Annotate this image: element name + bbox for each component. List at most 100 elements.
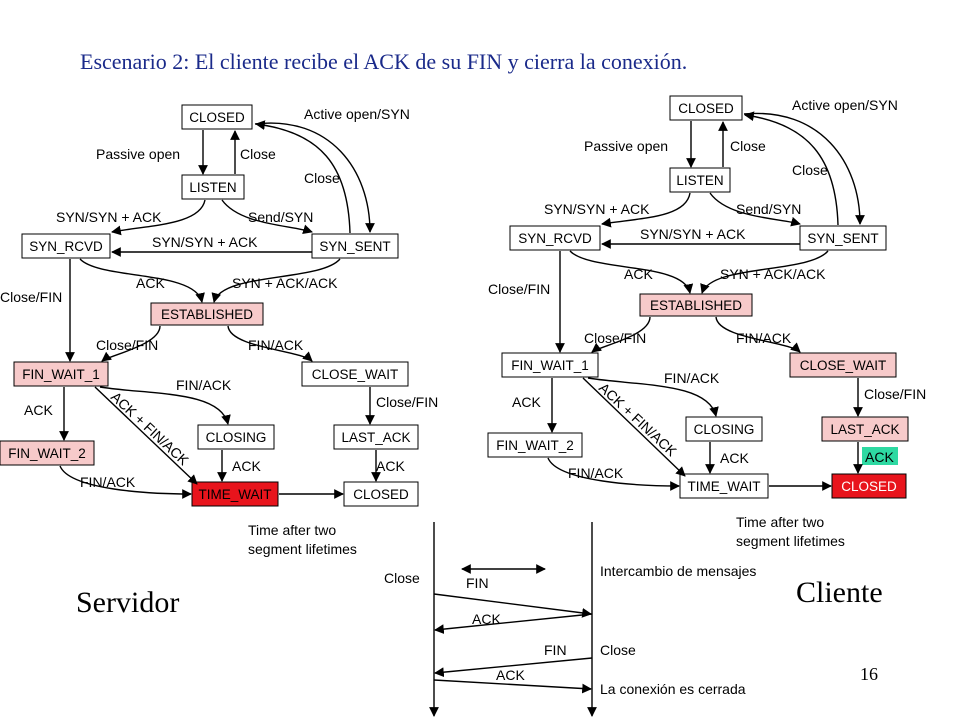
srv-arrow-syn-syn-ack: [111, 199, 206, 236]
srv-label-segment-lifetimes: segment lifetimes: [248, 541, 357, 557]
exchange-arrow-ack-2: [433, 679, 592, 694]
cli-state-last-ack-box: [821, 416, 909, 442]
cli-label-fin-ack-mid: FIN/ACK: [664, 370, 720, 386]
cli-state-listen: LISTEN: [676, 173, 723, 188]
cli-arrow-send-syn: [709, 192, 801, 227]
cli-label-close-fin: Close/FIN: [584, 330, 646, 346]
cli-state-fin-wait-2: FIN_WAIT_2: [496, 438, 574, 453]
srv-label-time-after: Time after two: [248, 522, 336, 538]
srv-state-closed-top-box: [181, 104, 253, 130]
srv-label-syn-syn-ack-1: SYN/SYN + ACK: [56, 209, 162, 225]
cli-state-fin-wait-2-box: [487, 432, 583, 458]
srv-state-listen-box: [181, 174, 245, 200]
srv-state-closing-box: [197, 424, 275, 450]
exchange-label-fin-1: FIN: [466, 575, 489, 591]
srv-state-close-wait: CLOSE_WAIT: [312, 367, 399, 382]
cli-state-closed-top-box: [669, 95, 743, 121]
cli-label-syn-syn-ack-2: SYN/SYN + ACK: [640, 226, 746, 242]
srv-label-ack: ACK: [136, 275, 165, 291]
cli-state-time-wait-box: [679, 473, 769, 499]
exchange-label-close-left: Close: [384, 570, 420, 586]
cli-arrow-syn-syn-ack: [601, 192, 691, 228]
cli-label-send-syn: Send/SYN: [736, 201, 801, 217]
srv-label-send-syn: Send/SYN: [248, 209, 313, 225]
cli-state-time-wait: TIME_WAIT: [688, 479, 761, 494]
cli-state-established: ESTABLISHED: [650, 298, 742, 313]
cli-state-close-wait-box: [789, 352, 897, 378]
slide-title: Escenario 2: El cliente recibe el ACK de…: [80, 49, 687, 74]
cli-ack-highlight: [862, 447, 898, 465]
srv-label-fin-ack: FIN/ACK: [248, 337, 304, 353]
cli-label-passive-open: Passive open: [584, 138, 668, 154]
exchange-label-close-right: Close: [600, 642, 636, 658]
cli-state-syn-rcvd: SYN_RCVD: [518, 231, 592, 246]
cli-label-close-2: Close: [792, 162, 828, 178]
srv-label-ack-left: ACK: [24, 402, 53, 418]
cli-label-ack: ACK: [624, 266, 653, 282]
srv-label-passive-open: Passive open: [96, 146, 180, 162]
cli-state-close-wait: CLOSE_WAIT: [800, 358, 887, 373]
cli-state-closed-top: CLOSED: [678, 101, 734, 116]
cli-label-syn-syn-ack-1: SYN/SYN + ACK: [544, 201, 650, 217]
cli-label-segment-lifetimes: segment lifetimes: [736, 533, 845, 549]
cli-arrow-fin-ack-mid: [587, 377, 719, 417]
cli-arrow-ack-fin-ack: [582, 377, 686, 477]
exchange-label-intercambio: Intercambio de mensajes: [600, 563, 756, 579]
cli-state-last-ack: LAST_ACK: [830, 422, 899, 437]
cli-state-listen-box: [669, 167, 731, 193]
cli-state-closing: CLOSING: [694, 422, 755, 437]
srv-state-last-ack: LAST_ACK: [341, 430, 410, 445]
cli-state-closing-box: [685, 416, 763, 442]
srv-label-active-open: Active open/SYN: [304, 106, 410, 122]
cli-label-close-fin-left: Close/FIN: [488, 281, 550, 297]
srv-arrow-fin-ack: [227, 325, 313, 362]
srv-arrow-syn-ack-ack: [211, 258, 341, 303]
srv-arrow-ack: [79, 258, 205, 303]
page-number: 16: [860, 664, 878, 684]
srv-arrow-fin-ack-bottom: [59, 465, 192, 499]
srv-label-syn-syn-ack-2: SYN/SYN + ACK: [152, 234, 258, 250]
exchange-label-ack-1: ACK: [472, 611, 501, 627]
cli-label-ack-fin-ack: ACK + FIN/ACK: [596, 379, 681, 459]
srv-arrow-close-syn-sent: [255, 120, 351, 234]
srv-state-time-wait: TIME_WAIT: [199, 487, 272, 502]
srv-state-listen: LISTEN: [189, 180, 236, 195]
cli-state-syn-sent-box: [799, 225, 887, 251]
srv-arrow-close-fin: [101, 325, 161, 362]
servidor-diagram: CLOSED LISTEN SYN_RCVD SYN_SENT ESTABLIS…: [0, 104, 438, 557]
cli-label-ack-closing: ACK: [720, 450, 749, 466]
srv-state-fin-wait-1: FIN_WAIT_1: [22, 367, 100, 382]
srv-state-closing: CLOSING: [206, 430, 267, 445]
cli-label-syn-ack-ack: SYN + ACK/ACK: [720, 266, 826, 282]
srv-label-close-1: Close: [240, 146, 276, 162]
cli-state-closed-bottom-box: [831, 473, 907, 499]
cliente-diagram: CLOSED LISTEN SYN_RCVD SYN_SENT ESTABLIS…: [487, 95, 926, 549]
cli-state-fin-wait-1: FIN_WAIT_1: [511, 358, 589, 373]
cli-label-ack-last: ACK: [865, 449, 894, 465]
cli-label-close-fin-right: Close/FIN: [864, 386, 926, 402]
cli-label-fin-ack-bottom: FIN/ACK: [568, 465, 624, 481]
exchange-arrow-ack-1: [434, 613, 593, 634]
cli-state-fin-wait-1-box: [501, 352, 599, 378]
cliente-label: Cliente: [796, 576, 883, 609]
cli-state-established-box: [639, 293, 753, 317]
cli-label-active-open: Active open/SYN: [792, 97, 898, 113]
cli-arrow-close-fin: [591, 316, 651, 353]
srv-label-ack-closing: ACK: [232, 458, 261, 474]
srv-state-fin-wait-2-box: [0, 440, 95, 466]
exchange-arrow-fin-2: [434, 657, 593, 678]
srv-state-time-wait-box: [191, 481, 279, 507]
cli-state-closed-bottom: CLOSED: [841, 479, 897, 494]
srv-label-close-2: Close: [304, 170, 340, 186]
srv-label-close-fin: Close/FIN: [96, 337, 158, 353]
srv-label-ack-fin-ack: ACK + FIN/ACK: [108, 388, 193, 468]
srv-label-syn-ack-ack: SYN + ACK/ACK: [232, 275, 338, 291]
srv-state-closed-bottom: CLOSED: [353, 487, 409, 502]
srv-label-fin-ack-bottom: FIN/ACK: [80, 474, 136, 490]
cli-label-close-1: Close: [730, 138, 766, 154]
srv-state-close-wait-box: [301, 361, 409, 387]
srv-state-established-box: [150, 302, 264, 326]
srv-state-closed-top: CLOSED: [189, 110, 245, 125]
